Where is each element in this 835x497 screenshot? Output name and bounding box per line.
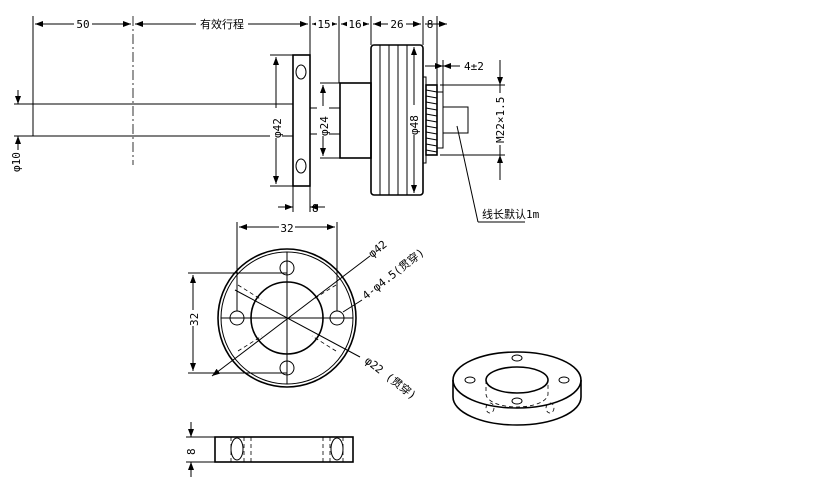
sensor-rod: φ10 bbox=[10, 90, 294, 172]
dim-thread-length: 4±2 bbox=[464, 60, 484, 73]
flange-side-view: 8 bbox=[185, 422, 354, 477]
dim-flange-diameter: φ42 bbox=[271, 118, 284, 138]
dim-8-top: 8 bbox=[427, 18, 434, 31]
mounting-flange: φ42 8 bbox=[270, 54, 325, 215]
dim-16: 16 bbox=[348, 18, 361, 31]
thread-dimensions: 4±2 M22×1.5 线长默认1m bbox=[425, 60, 540, 223]
sensor-housing: φ24 φ48 bbox=[309, 44, 469, 196]
flange-front-view: 32 32 φ42 4-φ4.5(贯穿) φ22 (贯穿) bbox=[186, 220, 427, 402]
dim-15: 15 bbox=[317, 18, 330, 31]
dim-50: 50 bbox=[76, 18, 89, 31]
dim-hole-spacing-v: 32 bbox=[188, 313, 201, 326]
dim-stroke: 有效行程 bbox=[200, 17, 244, 31]
dim-flange-thickness: 8 bbox=[312, 202, 319, 215]
cable-length-note: 线长默认1m bbox=[482, 207, 540, 221]
dim-side-thickness: 8 bbox=[185, 448, 198, 455]
dim-neck-diameter: φ24 bbox=[318, 116, 331, 136]
dim-body-diameter: φ48 bbox=[408, 115, 421, 135]
flange-isometric-view bbox=[452, 351, 582, 426]
dim-thread-size: M22×1.5 bbox=[494, 97, 507, 143]
top-dimension-chain: 50 有效行程 15 16 26 8 bbox=[32, 16, 447, 165]
dim-26: 26 bbox=[390, 18, 403, 31]
dim-rod-diameter: φ10 bbox=[10, 152, 23, 172]
dim-hole-spacing-h: 32 bbox=[280, 222, 293, 235]
dim-bore: φ22 (贯穿) bbox=[362, 353, 419, 402]
